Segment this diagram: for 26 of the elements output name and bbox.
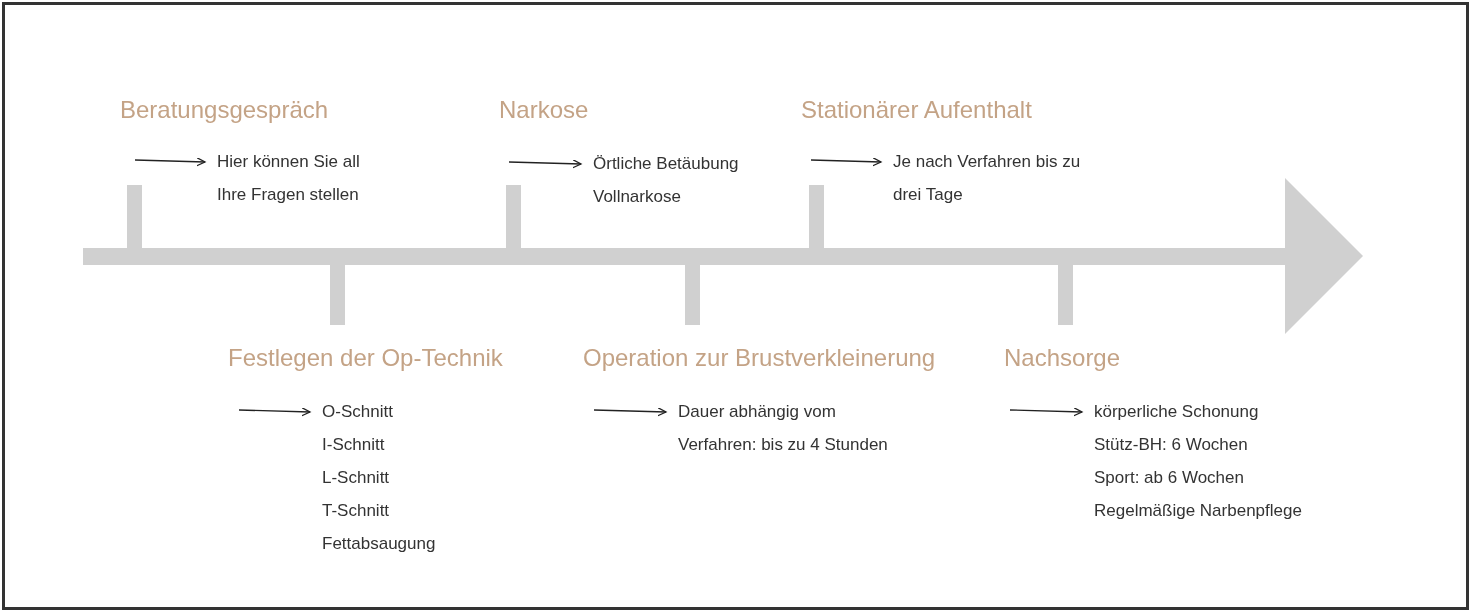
arrow [1009,407,1083,417]
list-item: Fettabsaugung [322,533,436,555]
step-heading: Festlegen der Op-Technik [228,345,503,371]
arrow [508,159,582,169]
list-item: T-Schnitt [322,500,391,522]
arrow [593,407,667,417]
list-item: Stütz-BH: 6 Wochen [1094,434,1249,456]
list-item: Örtliche Betäubung [593,153,739,175]
description-text: Dauer abhängig vom Verfahren: bis zu 4 Stunden [666,395,908,461]
list-item: körperliche Schonung [1094,401,1260,423]
step-heading: Narkose [499,97,589,123]
arrow [810,157,882,167]
list-item: I-Schnitt [322,434,386,456]
list-item: Vollnarkose [593,186,682,208]
list-item: Regelmäßige Narbenpflege [1094,500,1302,522]
step-heading: Operation zur Brustverkleinerung [583,345,936,371]
list-item: L-Schnitt [322,467,391,489]
arrow [238,407,311,417]
description-text: Hier können Sie all Ihre Fragen stellen [205,145,387,211]
arrow [134,157,206,167]
list-item: Sport: ab 6 Wochen [1094,467,1245,489]
step-heading: Nachsorge [1004,345,1121,371]
step-heading: Beratungsgespräch [120,97,329,123]
step-heading: Stationärer Aufenthalt [801,97,1032,123]
description-text: Je nach Verfahren bis zu drei Tage [881,145,1083,211]
list-item: O-Schnitt [322,401,394,423]
